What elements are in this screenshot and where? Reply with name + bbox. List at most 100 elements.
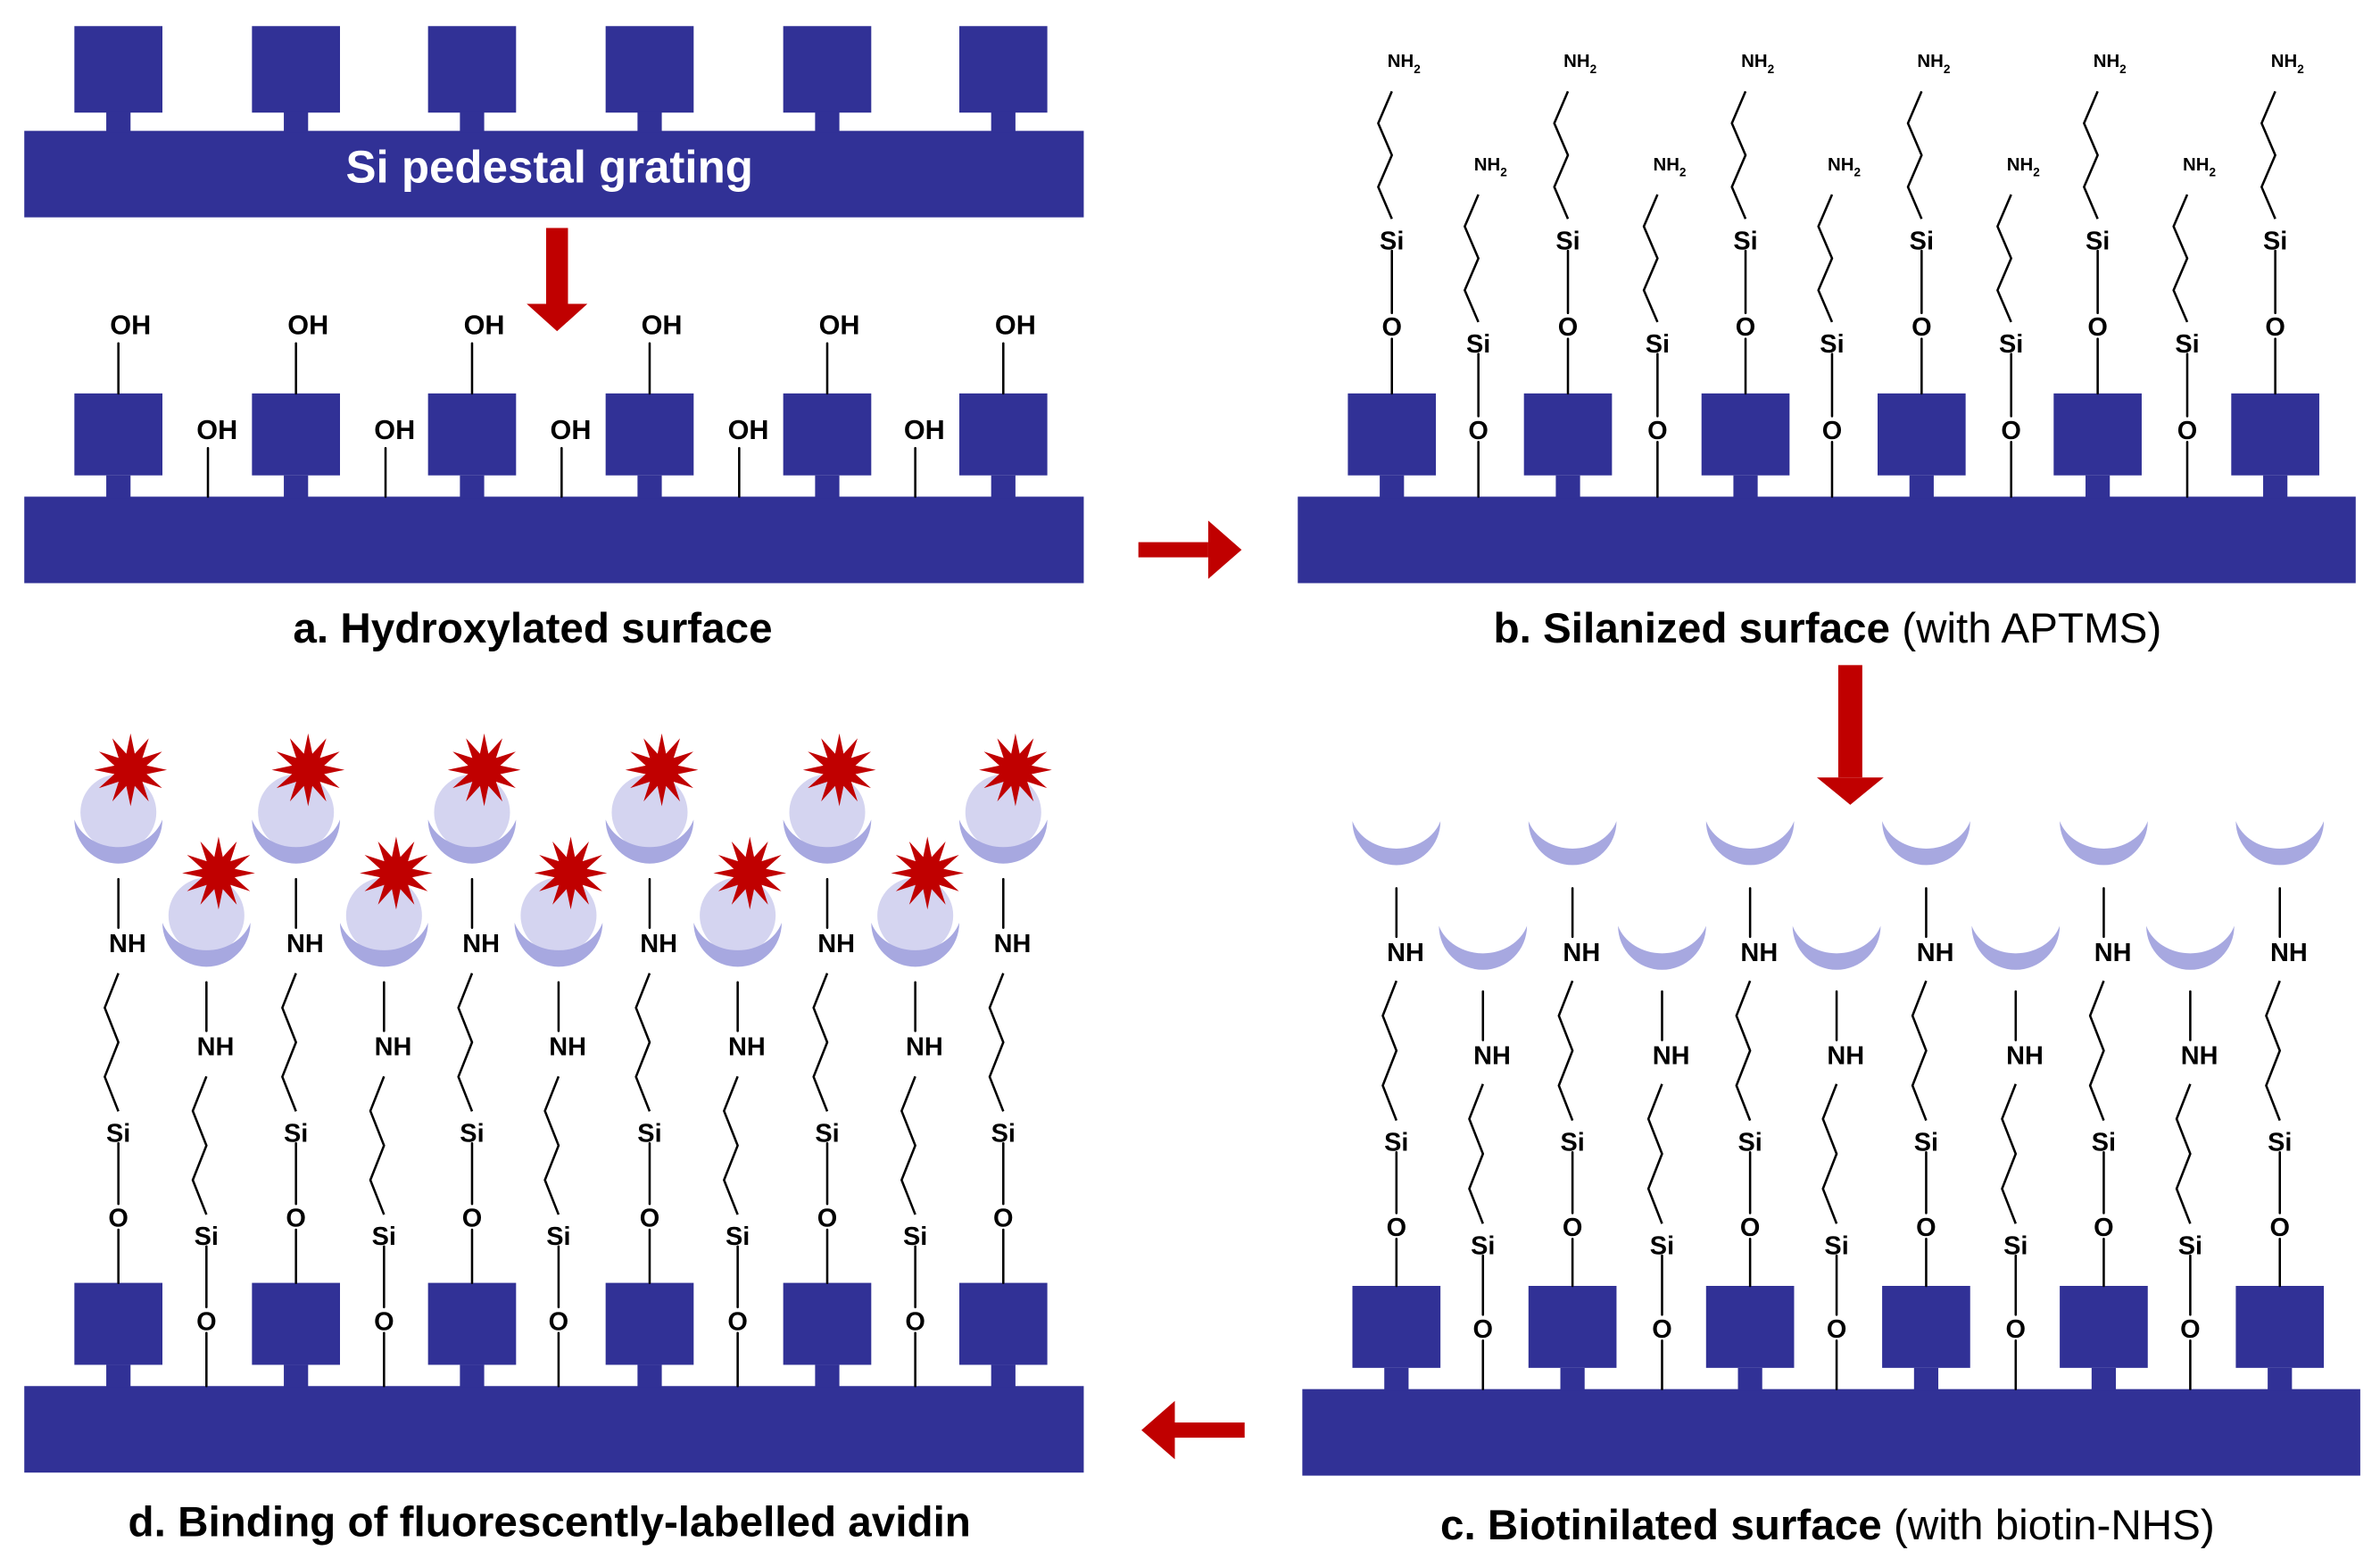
pedestal-a-stem: [460, 475, 485, 499]
substrate-a: [24, 496, 1084, 584]
caption-d: d. Binding of fluorescently-labelled avi…: [129, 1499, 971, 1546]
avidin-d-fluorophore-star-icon: [891, 836, 965, 910]
avidin-chain-d-silicon: Si: [106, 1119, 130, 1148]
avidin-d-avidin-icon: [345, 877, 422, 954]
biotin-chain-c-amine: NH: [2006, 1042, 2044, 1071]
avidin-chain-d-silicon: Si: [460, 1119, 484, 1148]
silane-b-propyl-chain: [1730, 90, 1747, 220]
pedestal-d-cap: [958, 1282, 1048, 1365]
avidin-d-biotin-icon: [958, 819, 1048, 864]
silane-b-amine: NH2: [1653, 155, 1686, 179]
pedestal-c-stem: [2268, 1367, 2293, 1391]
avidin-chain-d-amine: NH: [640, 930, 677, 958]
biotin-chain-c-silicon: Si: [2268, 1129, 2292, 1157]
silane-b-oxygen: O: [1736, 313, 1755, 342]
avidin-d-biotin-icon: [74, 819, 162, 864]
silane-b-silicon: Si: [1555, 227, 1580, 255]
pedestal-b-cap: [1348, 393, 1437, 476]
silane-b-propyl-chain: [1464, 194, 1480, 323]
pedestal-b-cap: [1878, 393, 1966, 476]
grating-pillar-stem: [991, 111, 1016, 133]
silane-b-oxygen: O: [2001, 417, 2020, 445]
biotin-chain-c-amine: NH: [1917, 939, 1954, 967]
down-arrow-bc-head: [1816, 777, 1884, 805]
avidin-d-fluorophore-star-icon: [625, 733, 699, 807]
caption-c-note: (with biotin-NHS): [1882, 1502, 2215, 1549]
silane-b-oxygen: O: [1647, 417, 1667, 445]
right-arrow-ab-shaft: [1138, 542, 1208, 558]
pedestal-d-cap: [252, 1282, 340, 1365]
hydroxyl-label: OH: [728, 415, 769, 445]
avidin-chain-d-silicon: Si: [726, 1223, 750, 1251]
silane-b-oxygen: O: [1911, 313, 1931, 342]
avidin-d-fluorophore-star-icon: [271, 733, 345, 807]
biotin-chain-c-silicon: Si: [1650, 1231, 1674, 1260]
biotin-icon: [1352, 821, 1441, 866]
pedestal-d-stem: [284, 1364, 309, 1388]
pedestal-b-stem: [1380, 475, 1405, 499]
biotin-icon: [1705, 821, 1795, 866]
silane-b-amine: NH2: [1917, 52, 1950, 76]
grating-substrate: [24, 130, 1084, 218]
avidin-d-biotin-icon: [783, 819, 872, 864]
avidin-d-fluorophore-star-icon: [802, 733, 876, 807]
pedestal-d-cap: [605, 1282, 694, 1365]
nh2-main: NH: [1388, 52, 1414, 71]
avidin-d-biotin-icon: [252, 819, 340, 864]
silane-b-silicon: Si: [1466, 330, 1490, 359]
avidin-chain-d-amine: NH: [197, 1032, 235, 1061]
biotin-icon: [2146, 925, 2235, 970]
avidin-chain-d-oxygen: O: [196, 1307, 216, 1336]
avidin-chain-d-oxygen: O: [286, 1205, 305, 1233]
avidin-d-biotin-icon: [605, 819, 694, 864]
nh2-subscript: 2: [1590, 62, 1597, 76]
biotin-chain-c-silicon: Si: [2003, 1231, 2028, 1260]
pedestal-a-cap: [783, 393, 872, 476]
biotin-chain-c-oxygen: O: [1473, 1315, 1493, 1344]
nh2-main: NH: [1741, 52, 1767, 71]
avidin-d-biotin-icon: [427, 819, 517, 864]
avidin-d-avidin-icon: [700, 877, 776, 954]
biotin-chain-c-propyl-chain: [1381, 980, 1398, 1122]
pedestal-b-stem: [2086, 475, 2110, 499]
pedestal-c-cap: [1882, 1285, 1970, 1368]
grating-pillar-cap: [605, 26, 694, 113]
grating-pillar-cap: [783, 26, 872, 113]
pedestal-b-cap: [1523, 393, 1613, 476]
avidin-chain-d-oxygen: O: [640, 1205, 659, 1233]
grating-label: Si pedestal grating: [346, 141, 753, 192]
avidin-chain-d-amine: NH: [286, 930, 324, 958]
caption-b-note: (with APTMS): [1890, 605, 2161, 652]
grating-pillar-cap: [427, 26, 517, 113]
biotin-chain-c-silicon: Si: [2092, 1129, 2116, 1157]
biotin-icon: [1971, 925, 2061, 970]
avidin-chain-d-propyl-chain: [812, 973, 829, 1112]
silane-b-oxygen: O: [1468, 417, 1488, 445]
silane-b-propyl-chain: [1642, 194, 1659, 323]
avidin-chain-d-propyl-chain: [191, 1075, 208, 1215]
avidin-chain-d-silicon: Si: [195, 1223, 219, 1251]
silane-b-amine: NH2: [1474, 155, 1507, 179]
substrate-b: [1298, 496, 2356, 584]
biotin-chain-c-amine: NH: [2094, 939, 2132, 967]
biotin-chain-c-oxygen: O: [1652, 1315, 1671, 1344]
biotin-chain-c-propyl-chain: [1821, 1083, 1838, 1224]
pedestal-a-stem: [637, 475, 662, 499]
avidin-chain-d-oxygen: O: [462, 1205, 482, 1233]
pedestal-c-stem: [1560, 1367, 1585, 1391]
pedestal-c-stem: [1384, 1367, 1409, 1391]
pedestal-d-stem: [106, 1364, 131, 1388]
hydroxyl-label: OH: [904, 415, 945, 445]
silane-b-silicon: Si: [1646, 330, 1670, 359]
avidin-chain-d-propyl-chain: [104, 973, 120, 1112]
pedestal-c-cap: [1352, 1285, 1441, 1368]
nh2-subscript: 2: [1768, 62, 1775, 76]
grating-pillar-cap: [74, 26, 162, 113]
silane-b-silicon: Si: [2175, 330, 2199, 359]
avidin-chain-d-amine: NH: [375, 1032, 412, 1061]
pedestal-c-cap: [1528, 1285, 1617, 1368]
avidin-chain-d-propyl-chain: [369, 1075, 386, 1215]
avidin-d-fluorophore-star-icon: [534, 836, 608, 910]
silane-b-propyl-chain: [1817, 194, 1834, 323]
biotin-chain-c-amine: NH: [1473, 1042, 1511, 1071]
